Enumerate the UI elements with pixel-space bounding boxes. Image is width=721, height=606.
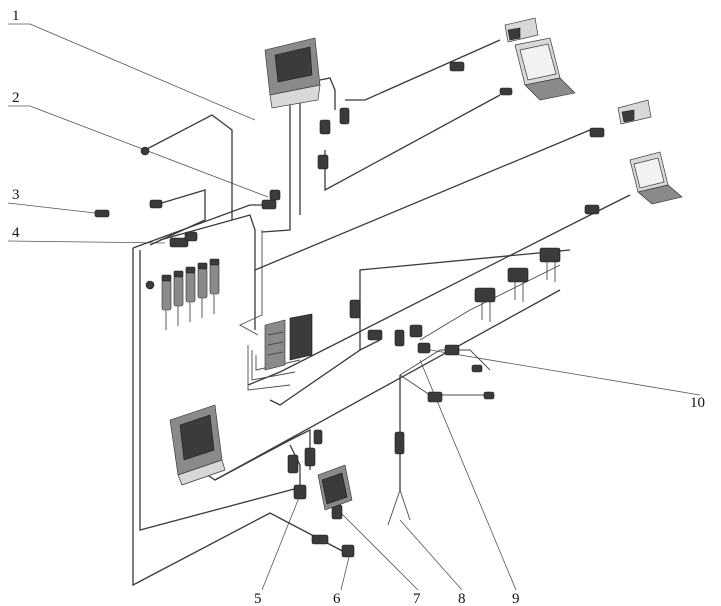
callout-4: 4 [12, 225, 20, 241]
connector-plug-icon [149, 199, 163, 209]
connector-plug-icon [589, 127, 605, 138]
leader-1-diag [29, 23, 256, 121]
connector-plug-icon [449, 61, 465, 72]
connector-plug-icon [184, 231, 198, 242]
connector-plug-icon [471, 364, 483, 373]
connector-plug-icon [409, 324, 423, 338]
laptop-icon [629, 151, 683, 205]
connector-plug-icon [140, 146, 150, 156]
callout-3: 3 [12, 187, 20, 203]
callout-8: 8 [458, 591, 466, 606]
leader-8 [399, 519, 463, 591]
laptop-icon [514, 37, 576, 101]
connector-plug-icon [427, 391, 443, 403]
connectors [94, 61, 605, 558]
callout-5: 5 [254, 591, 262, 606]
ecu-module-icon [169, 404, 226, 486]
connector-plug-icon [94, 209, 110, 218]
connector-plug-icon [444, 344, 460, 356]
connector-plug-icon [319, 119, 331, 135]
callout-1: 1 [12, 8, 20, 24]
leader-5 [261, 494, 301, 591]
connector-plug-icon [311, 534, 329, 545]
connector-plug-icon [394, 431, 405, 455]
control-box-icon [317, 464, 353, 511]
connector-plug-icon [394, 329, 405, 347]
fuel-injector-icon [161, 258, 220, 330]
diagnostic-interface-icon [617, 99, 652, 125]
fuel-injector-icon [507, 267, 529, 283]
connector-plug-icon [169, 237, 189, 248]
callout-10: 10 [690, 395, 705, 411]
connector-plug-icon [293, 484, 307, 500]
connector-plug-icon [483, 391, 495, 400]
leader-lines [7, 23, 701, 591]
connector-plug-icon [584, 204, 600, 215]
harness-wires [132, 39, 631, 587]
connector-plug-icon [287, 454, 299, 474]
callout-6: 6 [333, 591, 341, 606]
leader-3 [7, 202, 96, 214]
injector-groups [474, 247, 561, 322]
connector-plug-icon [367, 329, 383, 341]
callout-2: 2 [12, 90, 20, 106]
connector-plug-icon [269, 189, 281, 201]
leader-6 [340, 552, 351, 591]
connector-plug-icon [145, 280, 155, 290]
connector-plug-icon [313, 429, 323, 445]
fuel-injector-icon [539, 247, 561, 263]
callout-7: 7 [413, 591, 421, 606]
leader-10 [429, 349, 701, 396]
diagnostic-interface-icon [504, 17, 539, 43]
leader-4 [7, 240, 166, 244]
ecu-module-icon [264, 37, 321, 109]
connector-plug-icon [339, 107, 350, 125]
connector-plug-icon [499, 87, 513, 96]
fuel-injector-icon [474, 287, 496, 303]
connector-plug-icon [417, 342, 431, 354]
relay-block-icon [264, 313, 313, 371]
connector-plug-icon [341, 544, 355, 558]
connector-plug-icon [304, 447, 316, 467]
connector-plug-icon [261, 199, 277, 210]
connector-plug-icon [317, 154, 329, 170]
callout-9: 9 [512, 591, 520, 606]
connector-plug-icon [349, 299, 361, 319]
leader-7 [337, 509, 419, 591]
callout-labels: 1 2 3 4 5 6 7 8 9 10 [12, 8, 705, 606]
